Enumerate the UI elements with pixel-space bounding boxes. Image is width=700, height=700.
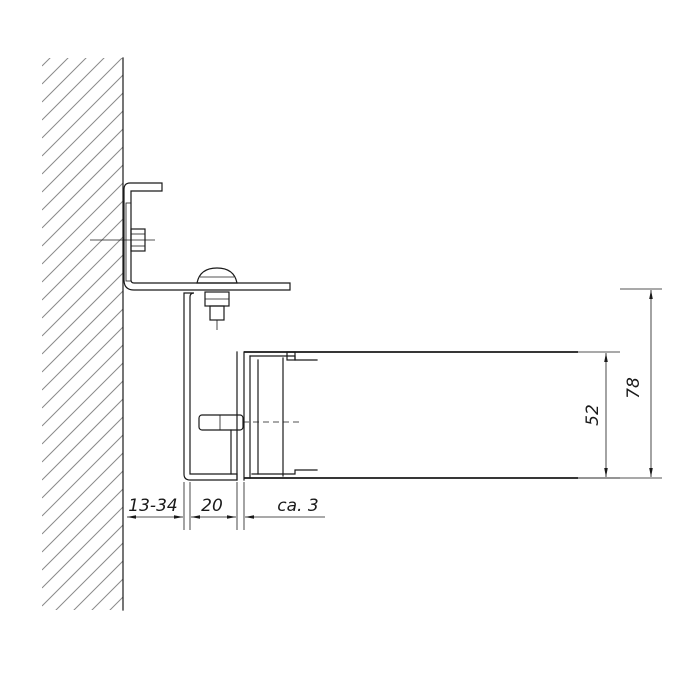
dimension-13-34: 13-34 — [127, 482, 185, 530]
hatch-line — [42, 470, 123, 553]
hatch-line — [42, 362, 123, 445]
dimension-ca-3: ca. 3 — [243, 482, 325, 530]
hatch-line — [42, 200, 123, 283]
hatch-line — [73, 560, 123, 610]
dimension-78: 78 — [578, 288, 662, 479]
hatch-line — [42, 128, 123, 211]
duct-screw — [198, 414, 302, 431]
hatch-line — [42, 0, 123, 48]
hatch-line — [42, 58, 87, 103]
hatch-line — [42, 182, 123, 265]
label-78: 78 — [624, 377, 644, 399]
hatch-line — [42, 290, 123, 373]
hatch-line — [42, 58, 69, 85]
hatch-line — [55, 542, 123, 610]
dimension-20: 20 — [189, 482, 238, 530]
u-profile — [183, 292, 238, 481]
hatch-line — [42, 615, 123, 696]
hatch-line — [42, 633, 123, 700]
hatch-line — [42, 236, 123, 319]
hatch-line — [42, 416, 123, 499]
wall-bolt — [90, 228, 155, 252]
hatch-line — [42, 524, 123, 607]
hatch-line — [42, 488, 123, 571]
hatch-line — [42, 92, 123, 175]
hatch-line — [42, 380, 123, 463]
hatch-line — [42, 58, 51, 67]
label-20: 20 — [201, 496, 223, 516]
label-ca-3: ca. 3 — [277, 496, 318, 516]
hatch-line — [42, 0, 123, 30]
hatch-line — [42, 272, 123, 355]
label-52: 52 — [583, 404, 603, 426]
duct — [198, 351, 578, 481]
hatch-line — [42, 0, 123, 12]
wall-bracket — [90, 182, 291, 291]
hatch-line — [109, 596, 123, 610]
hatch-line — [42, 58, 123, 139]
wall — [42, 0, 124, 700]
hatch-line — [42, 164, 123, 247]
hatch-line — [42, 254, 123, 337]
label-13-34: 13-34 — [128, 496, 177, 516]
hatch-line — [42, 344, 123, 427]
mounting-bolt — [196, 267, 238, 330]
hatch-line — [42, 218, 123, 301]
wall-hatching — [42, 0, 123, 700]
dimension-52: 52 — [578, 351, 620, 479]
hatch-line — [42, 434, 123, 517]
hatch-line — [42, 58, 105, 121]
hatch-line — [42, 146, 123, 229]
hatch-line — [42, 506, 123, 589]
hatch-line — [42, 74, 123, 157]
hatch-line — [42, 110, 123, 193]
hatch-line — [42, 452, 123, 535]
hatch-line — [42, 308, 123, 391]
hatch-line — [42, 398, 123, 481]
hatch-line — [91, 578, 123, 610]
hatch-line — [42, 326, 123, 409]
